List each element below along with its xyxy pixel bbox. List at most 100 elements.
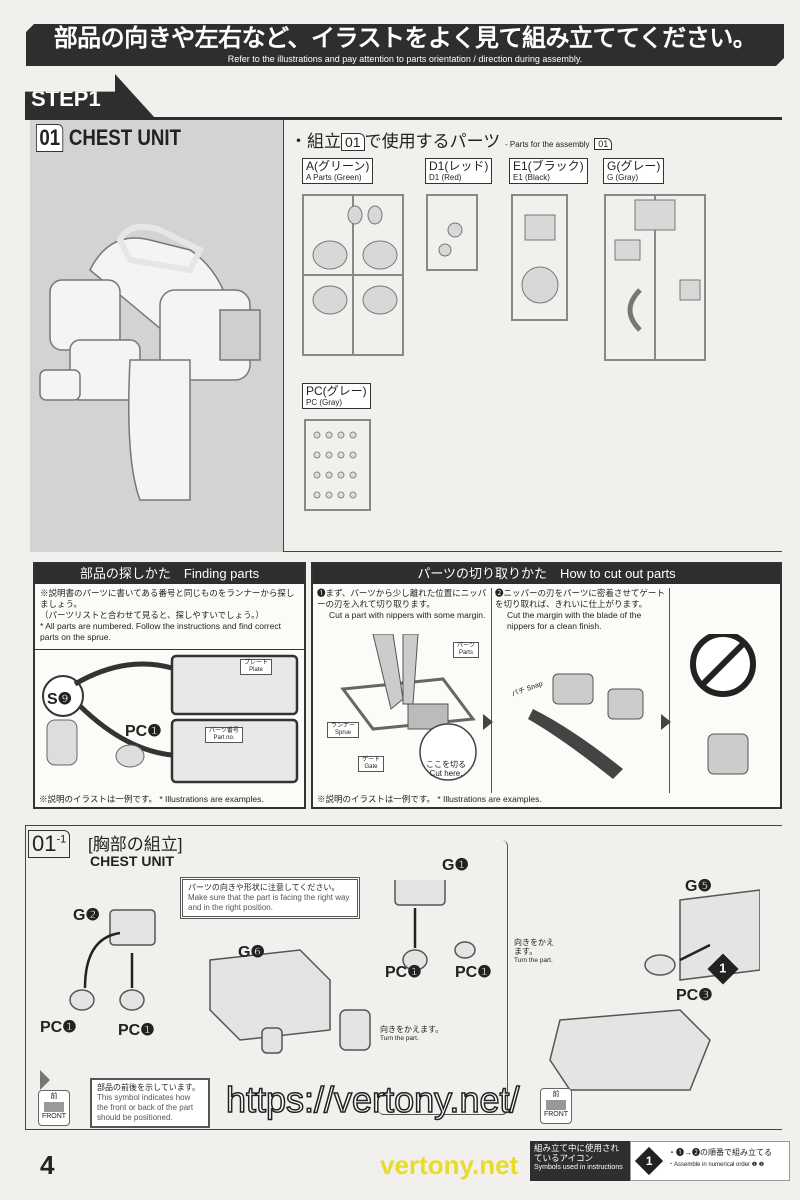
runner-label-d1: D1(レッド)D1 (Red) xyxy=(425,158,493,184)
turn-note-2: 向きをかえます。Turn the part. xyxy=(514,938,554,965)
parts-list-panel xyxy=(283,120,782,552)
divider xyxy=(25,117,782,120)
substep-jp: [胸部の組立] xyxy=(88,835,183,854)
runner-jp: D1(レッド) xyxy=(429,159,489,173)
plate-en: Plate xyxy=(249,667,263,673)
turn-note-1: 向きをかえます。Turn the part. xyxy=(380,1025,443,1043)
substep-en: CHEST UNIT xyxy=(90,853,174,869)
sprue-jp: ランナー xyxy=(331,723,356,729)
runner-jp: PC(グレー) xyxy=(306,384,367,398)
sprue-d1 xyxy=(426,194,478,271)
sprue-e1 xyxy=(511,194,568,321)
label-pc1-b: PC❶ xyxy=(118,1022,155,1039)
symbols-jp: 組み立て中に使用されているアイコン xyxy=(534,1143,620,1163)
parts-sub: - Parts for the assembly xyxy=(504,140,590,149)
front-icon: 前 FRONT xyxy=(38,1090,70,1126)
parts-title-post: で使用するパーツ xyxy=(364,132,501,151)
cut-en: Cut here. xyxy=(429,769,463,778)
front-en: FRONT xyxy=(543,1111,569,1118)
front-note: 部品の前後を示しています。This symbol indicates how t… xyxy=(90,1078,210,1128)
label-pc1-d: PC❶ xyxy=(455,964,492,981)
sprue-illustrations xyxy=(302,194,706,511)
step-heading: 01 CHEST UNIT xyxy=(36,124,181,152)
parts-num: 01 xyxy=(341,133,365,151)
gate-jp: ゲート xyxy=(362,757,381,763)
banner-en: Refer to the illustrations and pay atten… xyxy=(227,54,583,64)
turn-en: Turn the part. xyxy=(514,957,553,964)
cut-step1: ❶まず、パーツから少し離れた位置にニッパーの刃を入れて切り取ります。Cut a … xyxy=(317,588,489,621)
parts-sub-num: 01 xyxy=(594,138,613,150)
partno-jp: パーツ番号 xyxy=(209,728,239,734)
order-en: ・Assemble in numerical order ❶ ❷ xyxy=(668,1162,765,1168)
runner-label-pc: PC(グレー)PC (Gray) xyxy=(302,383,371,409)
finding-parts-title: 部品の探しかた Finding parts xyxy=(35,564,304,584)
gate-en: Gate xyxy=(364,764,378,770)
cutting-illustration xyxy=(340,634,756,781)
runner-jp: A(グリーン) xyxy=(306,159,370,173)
partno-en: Part no. xyxy=(213,735,235,741)
front-jp: 前 xyxy=(50,1093,58,1100)
runner-en: G (Gray) xyxy=(607,173,639,182)
turn-en: Turn the part. xyxy=(380,1035,419,1042)
finding-jp1: ※説明書のパーツに書いてある番号と同じものをランナーから探しましょう。 xyxy=(40,588,295,609)
substep-section xyxy=(25,825,782,1130)
cutting-parts-box: パーツの切り取りかた How to cut out parts ❶まず、パーツか… xyxy=(311,562,782,809)
symbols-legend xyxy=(630,1141,790,1181)
cut-jp: ここを切る xyxy=(426,760,466,769)
caution-en: Make sure that the part is facing the ri… xyxy=(188,893,350,912)
runner-label-g: G(グレー)G (Gray) xyxy=(603,158,665,184)
assembly-illustration xyxy=(40,880,760,1091)
turn-jp: 向きをかえます。 xyxy=(380,1025,444,1034)
label-g6: G❻ xyxy=(238,944,265,961)
runner-en: D1 (Red) xyxy=(429,173,462,182)
order-num: 1 xyxy=(719,960,727,976)
turn-part-frame xyxy=(378,840,508,1115)
sprue-pc xyxy=(304,419,371,511)
cut-step1-en: Cut a part with nippers with some margin… xyxy=(329,610,486,620)
runner-jp: G(グレー) xyxy=(607,159,661,173)
runner-en: PC (Gray) xyxy=(306,398,342,407)
header-banner: 部品の向きや左右など、イラストをよく見て組み立ててください。 Refer to … xyxy=(26,24,784,66)
runner-en: A Parts (Green) xyxy=(306,173,362,182)
label-pc1-a: PC❶ xyxy=(40,1019,77,1036)
label-g5: G❺ xyxy=(685,878,712,895)
sprue-en: Sprue xyxy=(335,730,352,736)
runner-label-e1: E1(ブラック)E1 (Black) xyxy=(509,158,588,184)
label-g1: G❶ xyxy=(442,857,469,874)
finding-parts-text: ※説明書のパーツに書いてある番号と同じものをランナーから探しましょう。 （パーツ… xyxy=(35,584,304,650)
cutting-footer: ※説明のイラストは一例です。 * Illustrations are examp… xyxy=(317,794,542,804)
banner-jp: 部品の向きや左右など、イラストをよく見て組み立ててください。 xyxy=(53,25,757,52)
order-jp: ・❶→❷の順番で組み立てる xyxy=(668,1148,772,1157)
cutting-title: パーツの切り取りかた How to cut out parts xyxy=(313,564,780,584)
part-id-s9: S❾ xyxy=(47,691,73,708)
cut-step2: ❷ニッパーの刃をパーツに密着させてゲートを切り取れば、きれいに仕上がります。Cu… xyxy=(495,588,667,632)
cut-step1-jp: ❶まず、パーツから少し離れた位置にニッパーの刃を入れて切り取ります。 xyxy=(317,588,487,609)
runner-label-a: A(グリーン)A Parts (Green) xyxy=(302,158,374,184)
order-symbol-num: 1 xyxy=(645,1154,653,1168)
finding-footer: ※説明のイラストは一例です。 * Illustrations are examp… xyxy=(39,794,264,804)
front-en: FRONT xyxy=(41,1113,67,1120)
label-g2: G❷ xyxy=(73,907,100,924)
label-pc1-c: PC❶ xyxy=(385,964,422,981)
url-watermark: https://vertony.net/ xyxy=(225,1079,520,1121)
front-note-jp: 部品の前後を示しています。 xyxy=(97,1083,200,1092)
chest-unit-illustration-panel xyxy=(30,120,283,552)
symbols-en: Symbols used in instructions xyxy=(534,1164,623,1171)
step-label: STEP1 xyxy=(31,86,101,111)
label-pc3: PC❸ xyxy=(676,987,713,1004)
caution-note: パーツの向きや形状に注意してください。Make sure that the pa… xyxy=(180,877,360,919)
substep-num: 01 xyxy=(32,831,57,856)
order-legend: ・❶→❷の順番で組み立てる・Assemble in numerical orde… xyxy=(668,1147,772,1171)
part-id-pc1: PC❶ xyxy=(125,723,162,740)
substep-number: 01-1 xyxy=(28,830,71,858)
step-title: CHEST UNIT xyxy=(68,125,182,150)
parts-jp: パーツ xyxy=(457,643,475,649)
runner-jp: E1(ブラック) xyxy=(513,159,584,173)
step-tab: STEP1 xyxy=(25,74,155,118)
page-number: 4 xyxy=(40,1150,55,1180)
